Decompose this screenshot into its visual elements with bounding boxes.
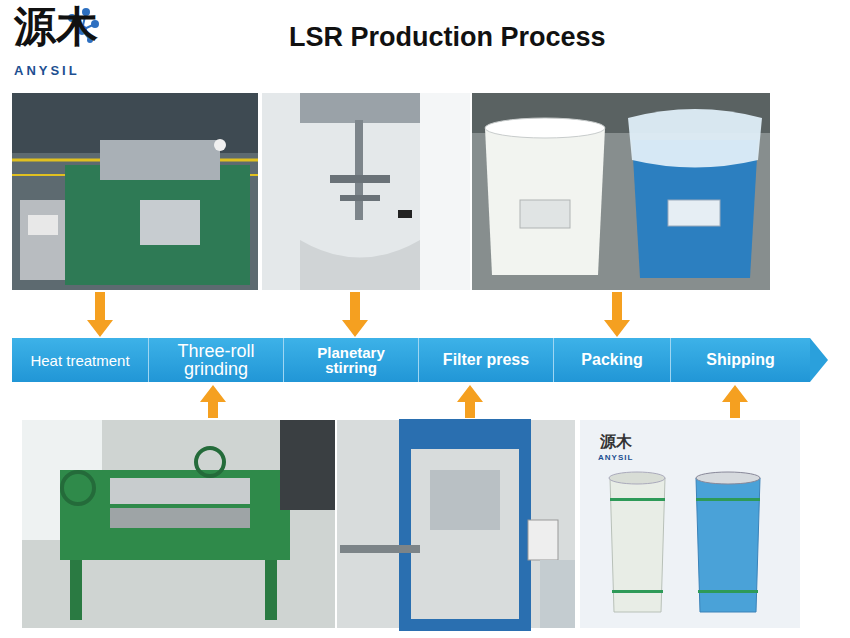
process-step: Shipping [670, 338, 810, 382]
white-bucket-photo [472, 93, 620, 290]
orange-arrows [87, 292, 748, 418]
process-step: Heat treatment [12, 338, 148, 382]
process-step: Filter press [418, 338, 553, 382]
mixer-photo [262, 93, 470, 290]
step-label: Packing [581, 352, 642, 368]
photo-logo-chinese: 源木 [600, 433, 632, 451]
diagram-title: LSR Production Process [289, 22, 606, 53]
logo-chinese: 源木 [14, 4, 98, 50]
step-label: Three-roll grinding [166, 342, 266, 378]
step-label: Heat treatment [30, 353, 129, 368]
process-step: Packing [553, 338, 670, 382]
process-step: Planetary stirring [283, 338, 418, 382]
step-label: Filter press [443, 352, 529, 368]
step-label: Planetary stirring [301, 345, 401, 375]
kneader-photo [12, 93, 258, 290]
blue-bucket-photo [620, 93, 770, 290]
product-drums-photo [580, 420, 800, 628]
photo-logo-text: ANYSIL [598, 454, 633, 463]
process-step: Three-roll grinding [148, 338, 283, 382]
three-roll-mill-photo [22, 420, 335, 628]
band-arrow-tip [810, 338, 828, 382]
step-label: Shipping [706, 352, 774, 368]
filter-press-photo [337, 420, 575, 628]
logo-text: ANYSIL [14, 64, 80, 78]
